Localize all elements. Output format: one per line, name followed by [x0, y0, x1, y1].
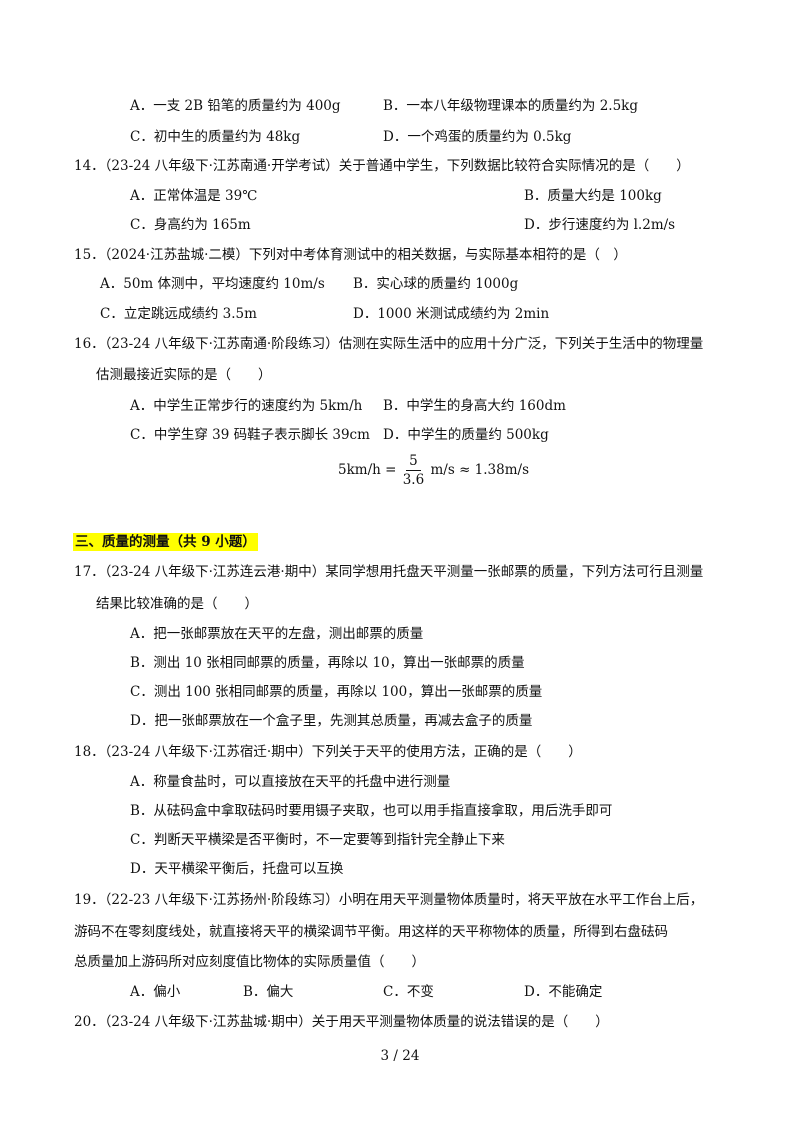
formula-fraction: 5 3.6: [403, 452, 424, 489]
q18-option-c: C．判断天平横梁是否平衡时，不一定要等到指针完全静止下来: [130, 832, 505, 848]
q17-option-a: A．把一张邮票放在天平的左盘，测出邮票的质量: [130, 626, 424, 642]
q14-option-b: B．质量大约是 100kg: [524, 188, 662, 204]
q17-option-c: C．测出 100 张相同邮票的质量，再除以 100，算出一张邮票的质量: [130, 684, 543, 700]
q13-option-c: C．初中生的质量约为 48kg: [130, 129, 301, 145]
q19-stem-line2: 游码不在零刻度线处，就直接将天平的横梁调节平衡。用这样的天平称物体的质量，所得到…: [74, 924, 668, 940]
q16-stem-line1: 16．（23-24 八年级下·江苏南通·阶段练习）估测在实际生活中的应用十分广泛…: [74, 336, 704, 352]
q15-option-a: A．50m 体测中，平均速度约 10m/s: [100, 276, 325, 292]
formula-numerator: 5: [406, 452, 421, 471]
q19-option-d: D．不能确定: [524, 984, 603, 1000]
q17-option-d: D．把一张邮票放在一个盒子里，先测其总质量，再减去盒子的质量: [130, 713, 533, 729]
section-heading: 三、质量的测量（共 9 小题）: [73, 532, 258, 552]
q15-option-c: C．立定跳远成绩约 3.5m: [100, 306, 257, 322]
q16-option-a: A．中学生正常步行的速度约为 5km/h: [130, 398, 363, 414]
q15-option-b: B．实心球的质量约 1000g: [353, 276, 519, 292]
formula-denominator: 3.6: [402, 472, 425, 488]
q16-formula: 5km/h = 5 3.6 m/s ≈ 1.38m/s: [338, 450, 529, 490]
q19-option-c: C．不变: [383, 984, 434, 1000]
q14-option-c: C．身高约为 165m: [130, 217, 251, 233]
q14-option-a: A．正常体温是 39℃: [130, 188, 258, 204]
q16-stem-line2: 估测最接近实际的是（ ）: [96, 367, 272, 383]
q18-option-b: B．从砝码盒中拿取砝码时要用镊子夹取，也可以用手指直接拿取，用后洗手即可: [130, 803, 613, 819]
q13-option-d: D．一个鸡蛋的质量约为 0.5kg: [383, 129, 572, 145]
q18-stem: 18．（23-24 八年级下·江苏宿迁·期中）下列关于天平的使用方法，正确的是（…: [74, 744, 582, 760]
q18-option-a: A．称量食盐时，可以直接放在天平的托盘中进行测量: [130, 774, 451, 790]
q16-option-c: C．中学生穿 39 码鞋子表示脚长 39cm: [130, 427, 370, 443]
formula-right: m/s ≈ 1.38m/s: [430, 462, 530, 478]
q19-option-a: A．偏小: [130, 984, 181, 1000]
q19-stem-line3: 总质量加上游码所对应刻度值比物体的实际质量值（ ）: [74, 954, 425, 970]
q17-option-b: B．测出 10 张相同邮票的质量，再除以 10，算出一张邮票的质量: [130, 655, 525, 671]
q15-stem: 15．（2024·江苏盐城·二模）下列对中考体育测试中的相关数据，与实际基本相符…: [74, 247, 627, 263]
q15-option-d: D．1000 米测试成绩约为 2min: [353, 306, 550, 322]
section-title: 三、质量的测量（共 9 小题）: [73, 533, 258, 551]
q14-stem: 14．（23-24 八年级下·江苏南通·开学考试）关于普通中学生，下列数据比较符…: [74, 158, 690, 174]
q13-option-a: A．一支 2B 铅笔的质量约为 400g: [130, 98, 341, 114]
q18-option-d: D．天平横梁平衡后，托盘可以互换: [130, 861, 344, 877]
q17-stem-line2: 结果比较准确的是（ ）: [96, 596, 258, 612]
q19-stem-line1: 19．（22-23 八年级下·江苏扬州·阶段练习）小明在用天平测量物体质量时，将…: [74, 892, 704, 908]
q17-stem-line1: 17．（23-24 八年级下·江苏连云港·期中）某同学想用托盘天平测量一张邮票的…: [74, 564, 704, 580]
q16-option-b: B．中学生的身高大约 160dm: [383, 398, 566, 414]
q14-option-d: D．步行速度约为 l.2m/s: [524, 217, 676, 233]
page-number: 3 / 24: [380, 1048, 420, 1064]
q13-option-b: B．一本八年级物理课本的质量约为 2.5kg: [383, 98, 639, 114]
q20-stem: 20．（23-24 八年级下·江苏盐城·期中）关于用天平测量物体质量的说法错误的…: [74, 1014, 609, 1030]
q16-option-d: D．中学生的质量约 500kg: [383, 427, 549, 443]
q19-option-b: B．偏大: [243, 984, 294, 1000]
formula-left: 5km/h =: [338, 462, 397, 478]
